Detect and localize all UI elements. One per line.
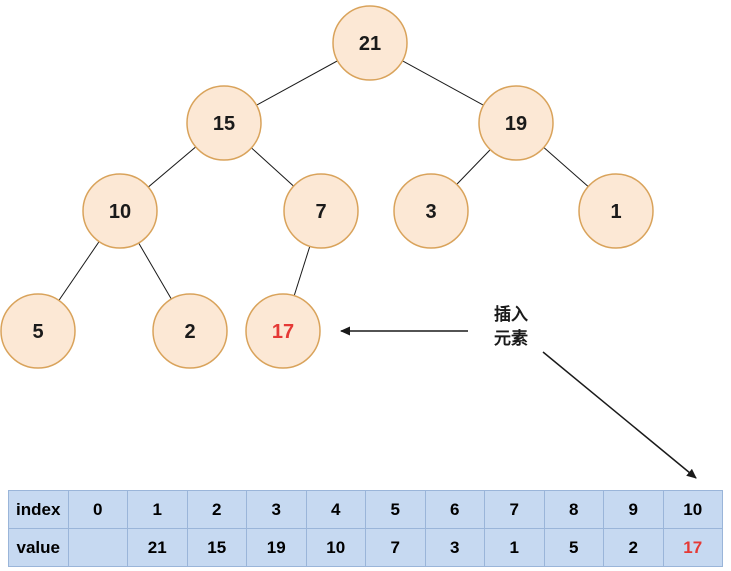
tree-node-circle-1 (578, 173, 654, 249)
tree-node-label-17: 17 (272, 321, 294, 343)
cell-value-5: 7 (365, 528, 426, 567)
tree-node-15: 15 (186, 85, 262, 161)
row-header-index: index (8, 490, 69, 529)
cell-value-1: 21 (127, 528, 188, 567)
tree-node-circle-2 (152, 293, 228, 369)
tree-node-3: 3 (393, 173, 469, 249)
cell-index-7: 7 (484, 490, 545, 529)
tree-node-2: 2 (152, 293, 228, 369)
cell-index-5: 5 (365, 490, 426, 529)
tree-node-label-15: 15 (213, 113, 235, 135)
cell-value-3: 19 (246, 528, 307, 567)
cell-index-1: 1 (127, 490, 188, 529)
tree-node-17: 17 (245, 293, 321, 369)
tree-node-label-2: 2 (184, 321, 195, 343)
cell-index-0: 0 (67, 490, 128, 529)
table-pointer-arrow (542, 351, 697, 479)
cell-value-4: 10 (305, 528, 366, 567)
cell-index-3: 3 (246, 490, 307, 529)
insert-label-line1: 插入 (494, 304, 528, 325)
tree-node-circle-21 (332, 5, 408, 81)
cell-index-9: 9 (603, 490, 664, 529)
cell-value-10: 17 (662, 528, 723, 567)
cell-index-8: 8 (543, 490, 604, 529)
tree-node-1: 1 (578, 173, 654, 249)
tree-node-label-21: 21 (359, 33, 381, 55)
cell-index-6: 6 (424, 490, 485, 529)
tree-node-10: 10 (82, 173, 158, 249)
cell-index-10: 10 (662, 490, 723, 529)
tree-node-21: 21 (332, 5, 408, 81)
tree-node-label-5: 5 (32, 321, 43, 343)
row-header-value: value (8, 528, 69, 567)
tree-node-circle-19 (478, 85, 554, 161)
tree-node-circle-15 (186, 85, 262, 161)
tree-node-circle-3 (393, 173, 469, 249)
cell-value-2: 15 (186, 528, 247, 567)
cell-index-4: 4 (305, 490, 366, 529)
cell-index-2: 2 (186, 490, 247, 529)
cell-value-0 (67, 528, 128, 567)
tree-node-circle-10 (82, 173, 158, 249)
cell-value-6: 3 (424, 528, 485, 567)
tree-node-label-19: 19 (505, 113, 527, 135)
tree-node-label-3: 3 (425, 201, 436, 223)
tree-node-19: 19 (478, 85, 554, 161)
tree-node-label-10: 10 (109, 201, 131, 223)
tree-node-circle-17 (245, 293, 321, 369)
tree-node-circle-7 (283, 173, 359, 249)
cell-value-9: 2 (603, 528, 664, 567)
insert-label-line2: 元素 (494, 329, 528, 349)
annotation-arrows (340, 326, 697, 479)
cell-value-7: 1 (484, 528, 545, 567)
cell-value-8: 5 (543, 528, 604, 567)
tree-node-label-7: 7 (315, 201, 326, 223)
tree-node-circle-5 (0, 293, 76, 369)
tree-node-label-1: 1 (610, 201, 621, 223)
tree-node-5: 5 (0, 293, 76, 369)
tree-node-7: 7 (283, 173, 359, 249)
